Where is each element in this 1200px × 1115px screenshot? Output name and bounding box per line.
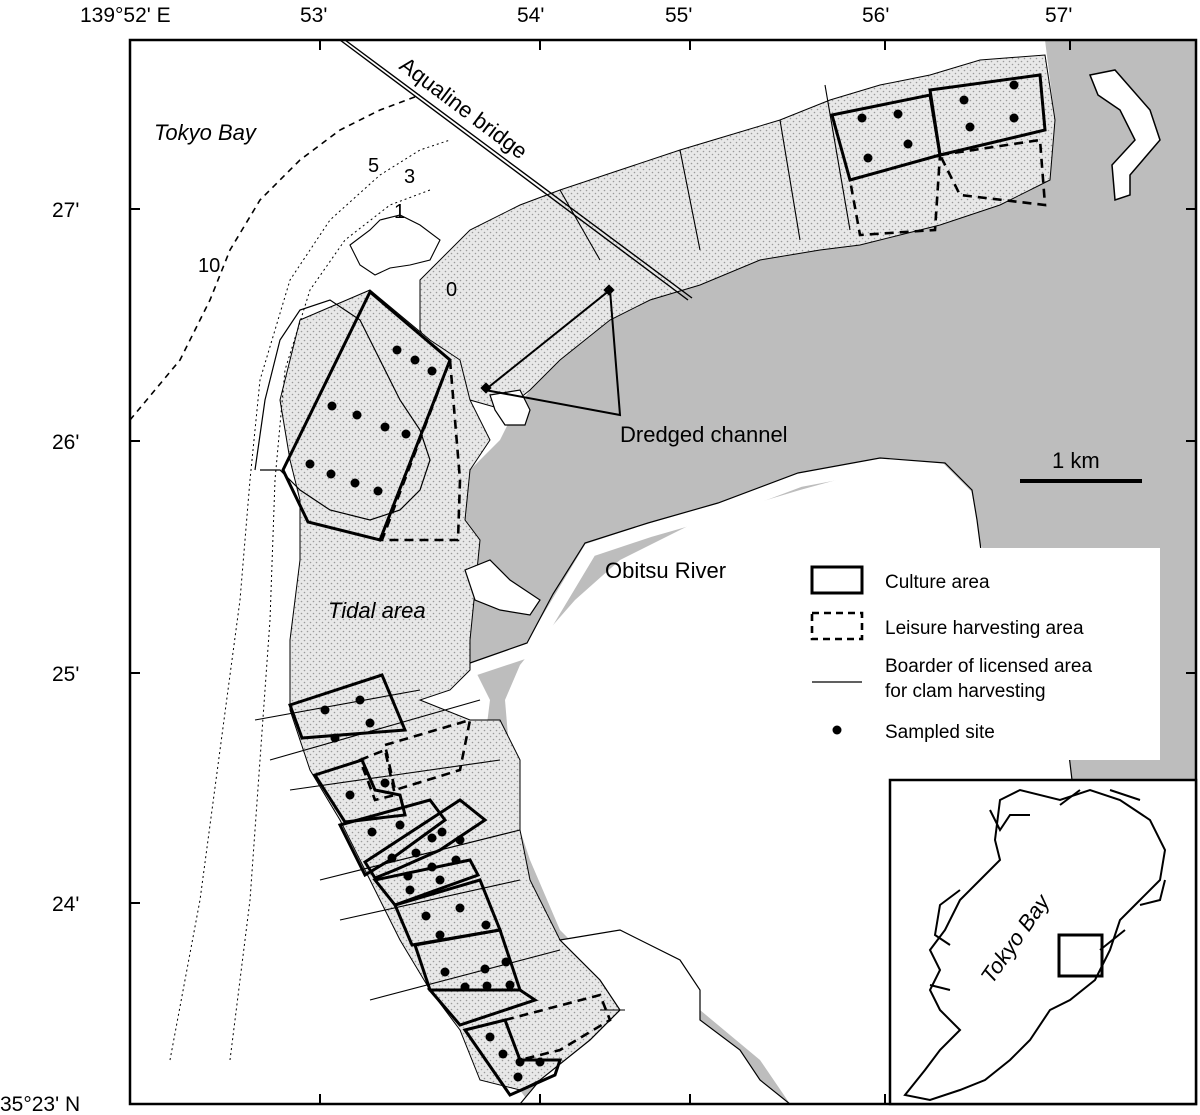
inset-land-edge xyxy=(929,789,1166,991)
license-borders xyxy=(254,84,851,1011)
map-frame xyxy=(128,38,1198,1106)
depth-contour-1 xyxy=(349,214,441,276)
lon-tick-54: 54' xyxy=(517,4,544,27)
depth-label-0: 0 xyxy=(446,279,457,301)
leisure-areas xyxy=(358,138,1047,1062)
dredged-channel-marker-b xyxy=(603,284,615,296)
scale-bar-label: 1 km xyxy=(1052,448,1100,473)
depth-contour-0 xyxy=(254,299,431,521)
aqualine-bridge-line-b xyxy=(344,39,693,299)
southern-port-land xyxy=(518,929,792,1105)
sampled-sites xyxy=(305,80,1019,1082)
lon-tick-52: 139°52' E xyxy=(80,4,171,27)
harbor-basin-center xyxy=(489,389,531,426)
legend-sampled-label: Sampled site xyxy=(885,722,995,743)
lon-tick-57: 57' xyxy=(1045,4,1072,27)
depth-label-1: 1 xyxy=(394,201,405,223)
lat-tick-25: 25' xyxy=(52,663,79,686)
dredged-channel xyxy=(482,288,622,417)
inset-map: Tokyo Bay xyxy=(888,778,1198,1106)
depth-label-10: 10 xyxy=(198,255,220,277)
label-dredged-channel: Dredged channel xyxy=(620,422,788,447)
legend-culture-label: Culture area xyxy=(885,572,990,593)
legend: Culture area Leisure harvesting area Boa… xyxy=(795,548,1160,760)
inset-bay-water xyxy=(903,788,1167,1102)
lat-tick-24: 24' xyxy=(52,893,79,916)
lat-tick-26: 26' xyxy=(52,431,79,454)
label-tokyo-bay: Tokyo Bay xyxy=(154,120,258,145)
depth-label-3: 3 xyxy=(404,166,415,188)
legend-border-label-2: for clam harvesting xyxy=(885,681,1046,702)
depth-label-5: 5 xyxy=(368,155,379,177)
legend-leisure-swatch xyxy=(810,611,864,641)
pier-top-right xyxy=(1088,69,1161,202)
graticule-ticks xyxy=(129,40,1196,1104)
legend-box xyxy=(795,548,1160,760)
depth-contour-5 xyxy=(169,139,451,1061)
depth-contour-3 xyxy=(229,189,431,1061)
culture-areas xyxy=(281,73,1047,1097)
sea-area xyxy=(465,40,1196,1104)
lon-tick-53: 53' xyxy=(300,4,327,27)
aqualine-bridge-line-a xyxy=(339,39,689,301)
inset-location-box xyxy=(1057,933,1104,978)
depth-contour-10 xyxy=(129,94,421,421)
inset-frame xyxy=(888,778,1198,1106)
lat-tick-27: 27' xyxy=(52,199,79,222)
lon-tick-56: 56' xyxy=(862,4,889,27)
legend-culture-swatch xyxy=(810,565,864,595)
harbor-basin-river xyxy=(464,559,541,616)
legend-border-label-1: Boarder of licensed area xyxy=(885,656,1092,677)
legend-leisure-label: Leisure harvesting area xyxy=(885,618,1084,639)
dredged-channel-marker-a xyxy=(480,382,492,394)
legend-sampled-swatch xyxy=(832,725,842,735)
lat-tick-23: 35°23' N xyxy=(0,1093,80,1115)
lon-tick-55: 55' xyxy=(665,4,692,27)
label-obitsu-river: Obitsu River xyxy=(605,558,726,583)
label-tidal-area: Tidal area xyxy=(328,598,426,623)
